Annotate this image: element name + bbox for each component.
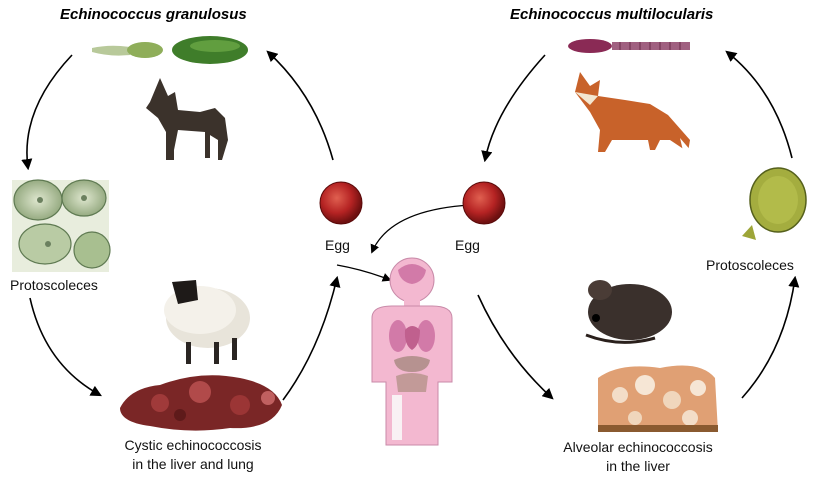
- right-protoscoleces-illustration: [742, 168, 806, 240]
- dog-illustration: [146, 78, 228, 160]
- fox-illustration: [575, 72, 692, 155]
- cystic-liver-illustration: [120, 375, 282, 430]
- arrow-worm-to-egg-right: [485, 55, 545, 160]
- arrow-egg-to-worm-left: [268, 52, 333, 160]
- sheep-illustration: [164, 280, 250, 364]
- arrow-egg-to-human-right: [372, 205, 470, 252]
- arrow-worm-to-protoscoleces: [27, 55, 72, 168]
- right-egg-illustration: [463, 182, 505, 224]
- arrow-protoscoleces-to-worm-right: [727, 52, 792, 158]
- arrow-egg-to-human-left: [337, 265, 390, 280]
- left-egg-illustration: [320, 182, 362, 224]
- granulosus-tapeworm-illustration: [92, 36, 248, 64]
- alveolar-liver-illustration: [598, 366, 718, 432]
- multilocularis-tapeworm-illustration: [568, 39, 690, 53]
- left-protoscoleces-illustration: [12, 180, 110, 272]
- human-body-illustration: [372, 258, 452, 445]
- arrow-cyst-to-egg: [283, 278, 337, 400]
- arrow-alveolar-to-protoscoleces: [742, 278, 795, 398]
- arrow-protoscoleces-to-cyst: [30, 298, 100, 395]
- mouse-illustration: [586, 280, 672, 342]
- arrow-human-to-alveolar: [478, 295, 552, 398]
